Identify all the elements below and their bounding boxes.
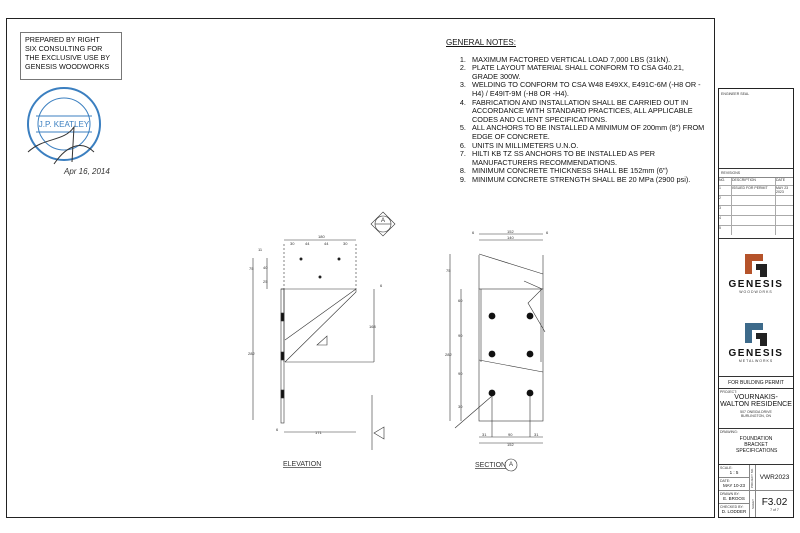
label: 152 xyxy=(507,229,514,234)
note: ALL ANCHORS TO BE INSTALLED A MINIMUM OF… xyxy=(468,123,711,141)
label: PROJECT: xyxy=(720,390,737,394)
label: 40 xyxy=(263,265,268,270)
label: 168 xyxy=(369,324,376,329)
note: MINIMUM CONCRETE THICKNESS SHALL BE 152m… xyxy=(468,167,711,176)
label: 44 xyxy=(324,241,329,246)
label: CHECKED BY: xyxy=(720,505,744,509)
label: 90 xyxy=(508,432,513,437)
note: FABRICATION AND INSTALLATION SHALL BE CA… xyxy=(468,98,711,125)
elevation-view: 180 30 44 44 30 11 75 40 25 282 168 171 6 6 EL… xyxy=(248,234,385,468)
label: 11 xyxy=(258,247,263,252)
notes-title: GENERAL NOTES: xyxy=(446,38,516,47)
label: 6 xyxy=(276,427,279,432)
sheet-info: SCALE:1 : 5 PROJECT NO. VWR2023 DATE:MAY… xyxy=(719,465,793,517)
label: GENESIS xyxy=(728,279,784,291)
project-box: PROJECT: VOURNAKIS-WALTON RESIDENCE 507 … xyxy=(719,389,793,429)
label: 1 xyxy=(719,186,731,196)
label: 90 xyxy=(458,371,463,376)
general-notes: GENERAL NOTES: MAXIMUM FACTORED VERTICAL… xyxy=(446,38,711,185)
label: MAY 23 2023 xyxy=(775,186,793,196)
sheet-label: SHEET xyxy=(750,498,755,510)
label: E. BROOS xyxy=(723,496,745,501)
label: 6 xyxy=(380,283,383,288)
label: BURLINGTON, ON xyxy=(740,414,772,418)
label: DESCRIPTION xyxy=(731,178,775,186)
label: 140 xyxy=(507,235,514,240)
label: 30 xyxy=(343,241,348,246)
drawing-box: DRAWING: FOUNDATION BRACKET SPECIFICATIO… xyxy=(719,429,793,465)
label: ENGINEER SEAL xyxy=(721,92,750,96)
label: 1 : 5 xyxy=(729,470,739,475)
note: HILTI KB TZ SS ANCHORS TO BE INSTALLED A… xyxy=(468,149,711,167)
note: MINIMUM CONCRETE STRENGTH SHALL BE 20 MP… xyxy=(468,175,711,185)
note: UNITS IN MILLIMETERS U.N.O. xyxy=(468,141,711,151)
label: SCALE: xyxy=(720,466,733,470)
label: MAY 10-23 xyxy=(722,483,746,488)
label: 282 xyxy=(248,351,255,356)
label: DRAWN BY: xyxy=(720,492,740,496)
label: 6 xyxy=(472,230,475,235)
label: 180 xyxy=(318,234,325,239)
stamp-date: Apr 16, 2014 xyxy=(63,167,110,176)
note: PLATE LAYOUT MATERIAL SHALL CONFORM TO C… xyxy=(468,63,711,81)
label: VOURNAKIS-WALTON RESIDENCE xyxy=(720,394,792,408)
label: DATE: xyxy=(720,479,731,483)
label: 282 xyxy=(445,352,452,357)
label: 31 xyxy=(482,432,487,437)
label: 5 xyxy=(719,226,721,230)
label: DATE xyxy=(775,178,793,186)
label: 60 xyxy=(458,298,463,303)
label: 6 xyxy=(546,230,549,235)
genesis-metalworks-logo: GENESIS METALWORKS xyxy=(729,321,784,363)
label: NO. xyxy=(719,178,731,186)
anchor-holes xyxy=(488,312,534,397)
label: 30 xyxy=(458,404,463,409)
engineer-seal-box: ENGINEER SEAL xyxy=(719,89,793,169)
label: REVISIONS xyxy=(719,169,793,178)
label: METALWORKS xyxy=(738,358,774,363)
drawing-area: A 180 30 44 44 30 11 75 40 25 282 168 171 6 6 … xyxy=(248,211,549,472)
label: A xyxy=(509,462,513,468)
label: 75 xyxy=(446,268,451,273)
section-marker: A xyxy=(370,211,396,237)
label: 7 of 7 xyxy=(770,507,779,512)
label: 31 xyxy=(534,432,539,437)
label: F3.02 xyxy=(761,496,788,508)
label: WOODWORKS xyxy=(739,290,773,295)
section-label: SECTION xyxy=(475,462,506,469)
label: 30 xyxy=(290,241,295,246)
label: 90 xyxy=(458,333,463,338)
drawing-frame xyxy=(6,18,715,518)
label: 75 xyxy=(249,266,254,271)
signature xyxy=(27,125,95,165)
label: 152 xyxy=(507,442,514,447)
label: 171 xyxy=(315,430,322,435)
label: FOUNDATION BRACKET SPECIFICATIONS xyxy=(736,436,778,454)
genesis-woodworks-logo: GENESIS WOODWORKS xyxy=(729,252,784,294)
label: 2 xyxy=(719,196,731,206)
elevation-label: ELEVATION xyxy=(283,461,321,468)
note: MAXIMUM FACTORED VERTICAL LOAD 7,000 LBS… xyxy=(468,55,711,65)
project-no-label: PROJECT NO. xyxy=(750,467,755,488)
stamp-name: J.P. KEATLEY xyxy=(39,120,90,129)
label: A xyxy=(381,218,385,224)
label: 25 xyxy=(263,279,268,284)
status: FOR BUILDING PERMIT xyxy=(719,377,793,389)
label: 3 xyxy=(719,206,731,216)
label: ISSUED FOR PERMIT xyxy=(731,186,775,196)
label: DRAWING: xyxy=(720,430,738,434)
note: WELDING TO CONFORM TO CSA W48 E49XX, E49… xyxy=(468,81,711,98)
label: D. LODDER xyxy=(721,509,747,514)
prepared-by-box: PREPARED BY RIGHT SIX CONSULTING FOR THE… xyxy=(20,32,122,80)
label: 44 xyxy=(305,241,310,246)
label: VWR2023 xyxy=(756,465,793,491)
label: GENESIS xyxy=(728,347,784,359)
label: 4 xyxy=(719,216,731,226)
label: 507 ONEIDA DRIVE xyxy=(740,410,772,414)
logos: GENESIS WOODWORKS GENESIS METALWORKS xyxy=(719,239,793,377)
engineer-stamp: J.P. KEATLEY Apr 16, 2014 xyxy=(27,87,110,176)
